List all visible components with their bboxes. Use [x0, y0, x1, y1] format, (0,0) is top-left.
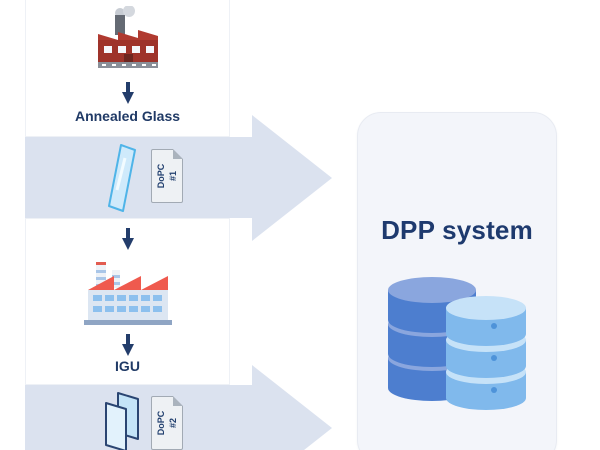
dopc-document-label: DoPC #1: [156, 163, 178, 189]
arrow-down-icon: [122, 334, 134, 356]
dpp-system-title: DPP system: [381, 215, 533, 245]
dopc-document-icon: DoPC #2: [151, 396, 183, 450]
factory-flat-icon: [84, 262, 172, 325]
insulated-glass-unit-icon: [105, 392, 139, 450]
stage1-box: [25, 0, 230, 137]
database-stack-icon: [388, 277, 526, 410]
flow-arrow-1-shaft: [25, 137, 252, 218]
stage1-label: Annealed Glass: [74, 108, 181, 124]
factory-smokestack-icon: [98, 6, 158, 68]
glass-pane-icon: [108, 144, 136, 212]
database-front-stack: [446, 296, 526, 410]
dopc-document-icon: DoPC #1: [151, 149, 183, 203]
dopc-document-label: DoPC #2: [156, 410, 178, 436]
arrow-down-icon: [122, 228, 134, 250]
flow-arrow-2-head: [252, 365, 332, 450]
stage2-label: IGU: [115, 358, 140, 374]
arrow-down-icon: [122, 82, 134, 104]
flow-arrow-1-head: [252, 115, 332, 241]
